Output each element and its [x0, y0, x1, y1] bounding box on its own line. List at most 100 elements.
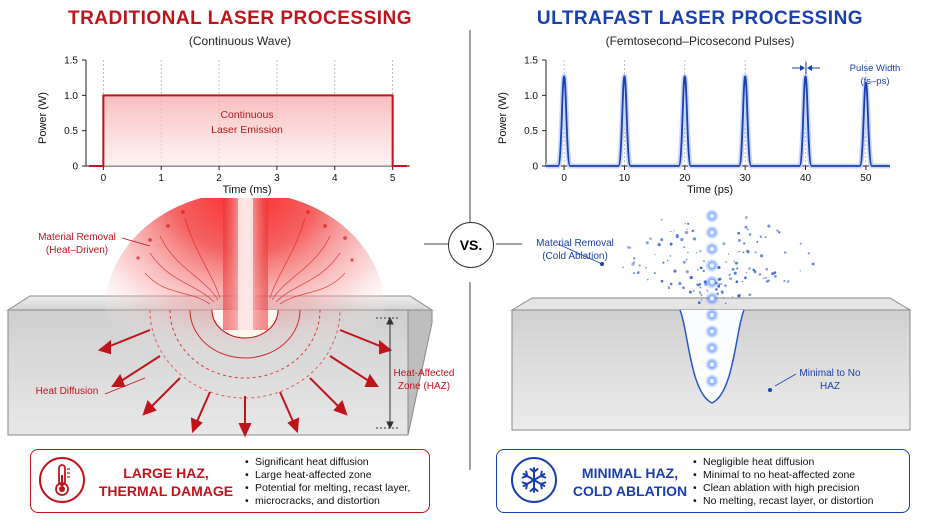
ablation-particle: [686, 228, 688, 230]
cw-emission-area: [103, 95, 393, 166]
ablation-particle: [669, 242, 673, 246]
heat-driven-ejecta: [136, 210, 354, 305]
ablation-particle: [684, 230, 689, 235]
cw-emission-label-1: Continuous: [220, 109, 273, 121]
cw-summary-panel: LARGE HAZ,THERMAL DAMAGE Significant hea…: [30, 449, 430, 513]
ablation-particle: [680, 237, 684, 242]
ablation-particle: [746, 250, 750, 254]
ablation-particle: [699, 266, 703, 270]
cw-material-illustration: [6, 198, 434, 438]
heat-diffusion-leader: [104, 377, 146, 395]
ablation-particle: [724, 302, 727, 305]
x-tick-label: 0: [561, 173, 567, 184]
cw-summary-list: Significant heat diffusion Large heat-af…: [245, 456, 425, 508]
pulse-dot: [709, 312, 715, 318]
ablation-particle: [698, 283, 700, 286]
list-item: Potential for melting, recast layer,: [245, 482, 425, 495]
ablation-particle: [783, 251, 787, 254]
removal-leader: [121, 237, 151, 247]
pulse-dot: [709, 213, 715, 219]
ablation-particle: [756, 241, 759, 243]
x-tick-label: 40: [800, 173, 812, 184]
ablation-particle: [811, 262, 815, 266]
pulse-ylabel: Power (W): [497, 92, 509, 144]
cw-summary-heading: LARGE HAZ,THERMAL DAMAGE: [98, 465, 234, 499]
ablation-particle: [727, 253, 730, 255]
ablation-particle: [691, 229, 695, 233]
snowflake-icon: [511, 457, 557, 503]
ablation-particle: [748, 293, 752, 297]
ablation-particle: [724, 284, 727, 287]
y-tick-label: 0: [72, 162, 78, 173]
ultrafast-pulse-train: [705, 209, 719, 388]
ablation-particle: [746, 228, 749, 231]
ablation-particle: [631, 262, 635, 267]
list-item: Significant heat diffusion: [245, 456, 425, 469]
ablation-particle: [678, 281, 682, 286]
ablation-particle: [737, 231, 741, 235]
ablation-particle: [638, 264, 641, 267]
cw-ylabel: Power (W): [37, 92, 49, 144]
ablation-particle: [799, 270, 801, 272]
ablation-particle: [759, 235, 762, 238]
ablation-particle: [737, 238, 741, 242]
cw-xlabel: Time (ms): [222, 184, 271, 196]
vs-connector: [424, 243, 452, 245]
ablation-particle: [738, 250, 740, 253]
ablation-particle: [673, 269, 677, 273]
ablation-particle: [722, 242, 726, 246]
ablation-particle: [736, 267, 739, 270]
ablation-particle: [662, 261, 665, 264]
ablation-particle: [645, 266, 647, 269]
ablation-particle: [716, 292, 720, 296]
ablation-particle: [735, 261, 738, 265]
pulse-dot: [709, 296, 715, 301]
ablation-particle: [807, 252, 810, 255]
ablation-particle: [649, 237, 652, 240]
pulse-width-label-2: (fs–ps): [860, 76, 889, 87]
pulse-dot: [709, 329, 715, 334]
left-subtitle: (Continuous Wave): [188, 34, 292, 48]
ablation-particle: [692, 289, 695, 292]
list-item: Minimal to no heat-affected zone: [693, 469, 905, 482]
ablation-particle: [702, 260, 706, 263]
ablation-particle: [719, 277, 722, 281]
ablation-particle: [683, 246, 686, 249]
minimal-haz-leader: [774, 373, 797, 387]
y-tick-label: 0: [532, 162, 538, 173]
ablation-particle: [744, 225, 748, 229]
ablation-particle: [764, 236, 767, 239]
ablation-particle: [765, 268, 769, 271]
ablation-particle: [754, 251, 757, 254]
ablation-particle: [669, 282, 673, 286]
cw-emission-label-2: Laser Emission: [211, 124, 283, 136]
ablation-particle: [745, 272, 747, 274]
cold-removal-label: Material Removal(Cold Ablation): [536, 238, 614, 262]
ablation-particle: [776, 229, 779, 232]
ablation-particle: [689, 275, 693, 280]
ablation-particle: [667, 285, 670, 288]
ablation-particle: [720, 290, 724, 294]
heat-diffusion-arrows: [97, 329, 393, 438]
ablation-particle: [676, 233, 679, 236]
ablation-particle: [741, 280, 743, 283]
thermometer-icon: [39, 457, 85, 503]
ablation-particle: [695, 251, 698, 254]
y-tick-label: 0.5: [64, 126, 78, 137]
ablation-particle: [731, 267, 735, 271]
x-tick-label: 0: [101, 173, 107, 184]
ablation-particle: [729, 277, 733, 281]
ablation-particle: [688, 290, 692, 294]
x-tick-label: 10: [619, 173, 631, 184]
ablation-particle: [626, 245, 630, 249]
ablation-particle: [717, 265, 721, 270]
ablation-particle: [728, 273, 731, 276]
cw-power-line: [88, 94, 408, 167]
x-tick-label: 3: [274, 173, 280, 184]
x-tick-label: 20: [679, 173, 691, 184]
ablation-particle: [698, 291, 701, 293]
ablation-particle: [622, 266, 625, 269]
